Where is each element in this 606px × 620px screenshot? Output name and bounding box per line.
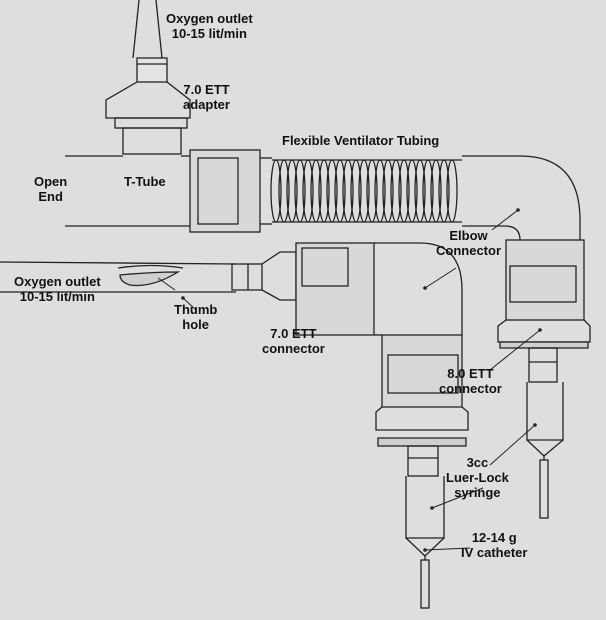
- pointer-dots: [181, 208, 542, 552]
- coil-ring: [294, 159, 306, 223]
- label-oxygen-outlet-left: Oxygen outlet 10-15 lit/min: [14, 274, 101, 304]
- label-line: 7.0 ETT: [183, 82, 230, 97]
- label-line: Connector: [436, 243, 501, 258]
- coil-ring: [318, 159, 330, 223]
- ett-adapter-7: [105, 81, 191, 155]
- label-ett-connector-7: 7.0 ETT connector: [262, 326, 325, 356]
- tubing-bend: [462, 155, 581, 241]
- ett-connector-7: [261, 251, 297, 301]
- coil-ring: [358, 159, 370, 223]
- t-tube: [65, 155, 190, 227]
- label-line: Flexible Ventilator Tubing: [282, 133, 440, 148]
- label-line: 12-14 g: [471, 530, 517, 545]
- right-connector-stack: [497, 239, 591, 519]
- label-line: Open: [34, 174, 68, 189]
- label-thumb-hole: Thumb hole: [174, 302, 217, 332]
- coil-ring: [278, 159, 290, 223]
- label-t-tube: T-Tube: [124, 174, 166, 189]
- label-elbow-connector: Elbow Connector: [436, 228, 501, 258]
- coil-outline: [272, 159, 462, 223]
- coil-ring: [342, 159, 354, 223]
- label-line: hole: [182, 317, 210, 332]
- coil-ring: [446, 159, 458, 223]
- label-line: connector: [262, 341, 325, 356]
- label-line: Oxygen outlet: [166, 11, 253, 26]
- elbow-connector-left: [295, 242, 463, 336]
- label-flexible-tubing: Flexible Ventilator Tubing: [282, 133, 439, 148]
- coil-ring: [334, 159, 346, 223]
- coil-ring: [406, 159, 418, 223]
- label-line: 3cc: [466, 455, 489, 470]
- coil-ring: [438, 159, 450, 223]
- label-iv-catheter: 12-14 g IV catheter: [461, 530, 527, 560]
- label-ett-connector-8: 8.0 ETT connector: [439, 366, 502, 396]
- tube-connector: [189, 149, 272, 233]
- coil-ring: [302, 159, 314, 223]
- label-pointers: [157, 209, 541, 551]
- coil-ring: [430, 159, 442, 223]
- label-line: adapter: [183, 97, 230, 112]
- left-oxygen-tube: [0, 261, 263, 293]
- label-line: connector: [439, 381, 502, 396]
- coil-ring: [326, 159, 338, 223]
- label-line: Elbow: [449, 228, 488, 243]
- coil-ring: [366, 159, 378, 223]
- coil-ring: [350, 159, 362, 223]
- coil-ring: [374, 159, 386, 223]
- top-oxygen-tube: [132, 0, 168, 83]
- coil-ring: [270, 159, 282, 223]
- coil-ring: [310, 159, 322, 223]
- label-line: End: [38, 189, 63, 204]
- label-line: 8.0 ETT: [447, 366, 494, 381]
- coil-ring: [390, 159, 402, 223]
- coil-ring: [382, 159, 394, 223]
- coil-ring: [398, 159, 410, 223]
- label-line: Oxygen outlet: [14, 274, 101, 289]
- label-line: 7.0 ETT: [270, 326, 317, 341]
- label-ett-adapter: 7.0 ETT adapter: [183, 82, 230, 112]
- label-line: Luer-Lock: [446, 470, 509, 485]
- label-open-end: Open End: [34, 174, 67, 204]
- label-oxygen-outlet-top: Oxygen outlet 10-15 lit/min: [166, 11, 253, 41]
- coil-ring: [422, 159, 434, 223]
- label-line: IV catheter: [461, 545, 528, 560]
- left-syringe-stack: [375, 334, 469, 609]
- flexible-tubing-coils: [270, 159, 462, 223]
- label-line: 10-15 lit/min: [19, 289, 95, 304]
- label-line: Thumb: [174, 302, 218, 317]
- label-line: syringe: [454, 485, 501, 500]
- label-syringe: 3cc Luer-Lock syringe: [446, 455, 509, 500]
- label-line: 10-15 lit/min: [171, 26, 247, 41]
- coil-ring: [414, 159, 426, 223]
- coil-ring: [286, 159, 298, 223]
- label-line: T-Tube: [124, 174, 166, 189]
